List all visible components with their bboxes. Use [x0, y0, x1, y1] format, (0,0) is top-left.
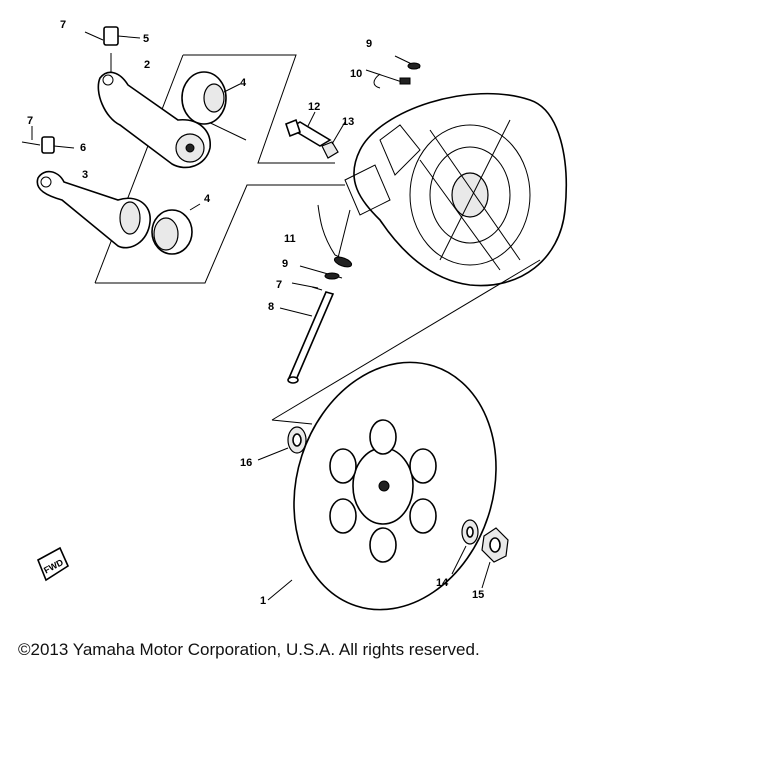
callout-7: 7 — [27, 115, 33, 127]
part-4-cap-lower — [151, 203, 201, 255]
part-10-spring — [365, 69, 411, 89]
callout-4: 4 — [204, 193, 211, 205]
part-12-bolt — [285, 111, 332, 147]
part-11-spring — [317, 204, 353, 268]
callout-1: 1 — [260, 595, 266, 607]
part-5-block — [84, 26, 141, 46]
callout-11: 11 — [284, 233, 296, 245]
fwd-arrow-icon: FWD — [36, 546, 70, 582]
callout-10: 10 — [350, 68, 362, 80]
part-1-disc — [267, 361, 497, 611]
callout-7: 7 — [276, 279, 282, 291]
callout-4: 4 — [240, 77, 247, 89]
part-15-nut — [481, 527, 509, 589]
part-7-pin-lower — [291, 282, 323, 291]
part-3-lever — [36, 170, 151, 249]
callout-15: 15 — [472, 589, 484, 601]
part-4-cam-upper — [181, 71, 241, 125]
part-16-washer — [257, 426, 307, 461]
part-6-block — [21, 126, 75, 154]
callout-8: 8 — [268, 301, 274, 313]
part-2-lever — [97, 53, 211, 169]
part-13-nut — [321, 121, 346, 159]
callout-9: 9 — [282, 258, 288, 270]
callout-labels: 7 5 2 4 7 6 3 4 9 10 12 13 11 9 7 8 16 1… — [27, 19, 484, 607]
callout-3: 3 — [82, 169, 88, 181]
callout-14: 14 — [436, 577, 449, 589]
callout-2: 2 — [144, 59, 150, 71]
callout-12: 12 — [308, 101, 320, 113]
callout-5: 5 — [143, 33, 149, 45]
part-14-washer — [451, 519, 479, 575]
part-9-spring-upper — [394, 55, 421, 70]
callout-13: 13 — [342, 116, 354, 128]
part-8-shaft — [279, 291, 335, 384]
callout-6: 6 — [80, 142, 86, 154]
part-9-spring-lower — [299, 265, 343, 280]
clutch-housing — [344, 92, 568, 287]
callout-9: 9 — [366, 38, 372, 50]
callout-16: 16 — [240, 457, 252, 469]
copyright-notice: ©2013 Yamaha Motor Corporation, U.S.A. A… — [18, 640, 480, 659]
callout-7: 7 — [60, 19, 66, 31]
